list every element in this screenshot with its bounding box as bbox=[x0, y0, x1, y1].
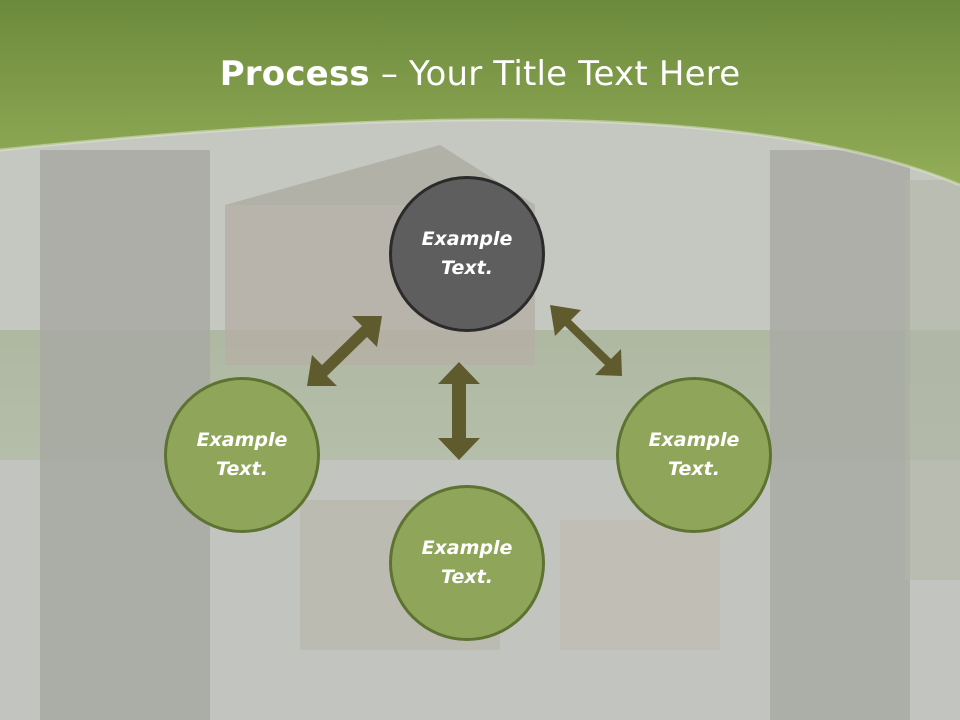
process-node-bottom: Example Text. bbox=[389, 485, 545, 641]
process-node-left: Example Text. bbox=[164, 377, 320, 533]
double-arrow-right-diagonal bbox=[550, 305, 622, 376]
node-right-line2: Text. bbox=[668, 458, 720, 480]
double-arrow-vertical bbox=[438, 362, 480, 460]
slide-title: Process – Your Title Text Here bbox=[0, 52, 960, 96]
title-bold: Process bbox=[219, 54, 370, 94]
node-top-line2: Text. bbox=[441, 257, 493, 279]
node-bottom-line1: Example bbox=[421, 537, 513, 559]
process-node-right: Example Text. bbox=[616, 377, 772, 533]
process-node-top: Example Text. bbox=[389, 176, 545, 332]
title-rest: – Your Title Text Here bbox=[369, 54, 741, 94]
node-left-line1: Example bbox=[196, 429, 288, 451]
node-right-line1: Example bbox=[648, 429, 740, 451]
node-bottom-line2: Text. bbox=[441, 566, 493, 588]
double-arrow-left-diagonal bbox=[307, 316, 382, 386]
node-top-line1: Example bbox=[421, 228, 513, 250]
node-left-line2: Text. bbox=[216, 458, 268, 480]
